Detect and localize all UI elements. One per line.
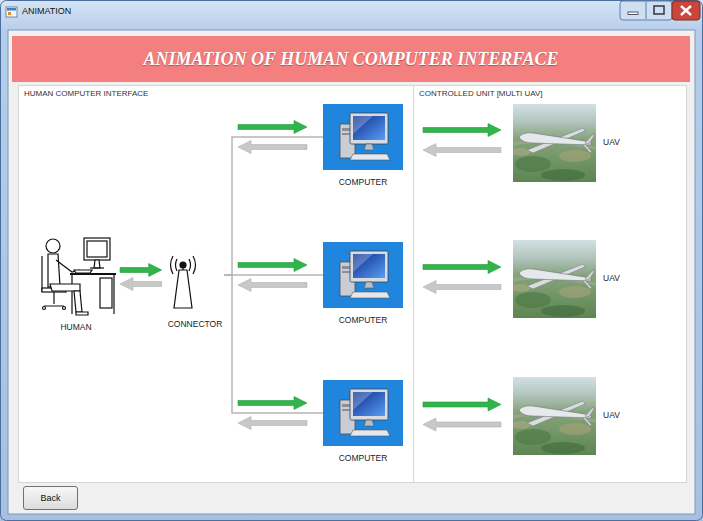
node-label: UAV — [603, 274, 620, 284]
panel-heading: HUMAN COMPUTER INTERFACE — [24, 89, 148, 98]
forward-arrow — [120, 264, 162, 277]
link-arrows — [120, 264, 162, 291]
node-label: COMPUTER — [339, 178, 388, 188]
node-label: COMPUTER — [339, 316, 388, 326]
human-node: HUMAN — [36, 235, 116, 333]
panel-heading: CONTROLLED UNIT [MULTI UAV] — [419, 89, 543, 98]
computer-icon — [323, 242, 403, 308]
back-button: Back — [23, 486, 78, 510]
window-title: ANIMATION — [22, 6, 71, 16]
forward-arrow — [423, 398, 501, 411]
forward-arrow — [238, 259, 307, 272]
return-arrow — [423, 418, 501, 431]
link-arrows — [224, 259, 323, 292]
computer-icon — [323, 104, 403, 170]
return-arrow — [238, 141, 307, 154]
return-arrow — [238, 279, 307, 292]
link-line — [224, 274, 323, 276]
node-label: CONNECTOR — [168, 320, 223, 330]
node-label: UAV — [603, 138, 620, 148]
link-arrows — [423, 398, 501, 431]
forward-arrow — [238, 397, 307, 410]
computer-node: COMPUTER — [323, 380, 403, 464]
group-panel: CONTROLLED UNIT [MULTI UAV] UAV UAV UAV — [413, 85, 687, 483]
return-arrow — [423, 281, 501, 294]
computer-node: COMPUTER — [323, 242, 403, 326]
uav-node: UAV — [513, 104, 623, 182]
return-arrow — [120, 278, 162, 291]
uav-photo — [511, 240, 596, 318]
link-line — [224, 275, 323, 413]
forward-arrow — [423, 124, 501, 137]
banner-title: ANIMATION OF HUMAN COMPUTER INTERFACE — [12, 36, 690, 82]
forward-arrow — [238, 121, 307, 134]
link-arrows — [423, 124, 501, 157]
computer-node: COMPUTER — [323, 104, 403, 188]
return-arrow — [423, 144, 501, 157]
node-label: UAV — [603, 411, 620, 421]
group-panel: HUMAN COMPUTER INTERFACE HUMAN CONNECTOR CO… — [18, 85, 414, 483]
link-line — [224, 137, 323, 275]
antenna-symbol — [171, 256, 196, 308]
return-arrow — [238, 417, 307, 430]
link-arrows — [224, 121, 323, 276]
uav-photo — [511, 377, 596, 455]
uav-node: UAV — [513, 240, 623, 318]
link-arrows — [224, 275, 323, 430]
forward-arrow — [423, 261, 501, 274]
human-figure — [42, 238, 116, 315]
connector-node: CONNECTOR — [166, 248, 225, 330]
link-arrows — [423, 261, 501, 294]
button-label: Back — [40, 493, 60, 503]
uav-photo — [511, 104, 596, 182]
node-label: HUMAN — [60, 323, 91, 333]
computer-icon — [323, 380, 403, 446]
node-label: COMPUTER — [339, 454, 388, 464]
uav-node: UAV — [513, 377, 623, 455]
